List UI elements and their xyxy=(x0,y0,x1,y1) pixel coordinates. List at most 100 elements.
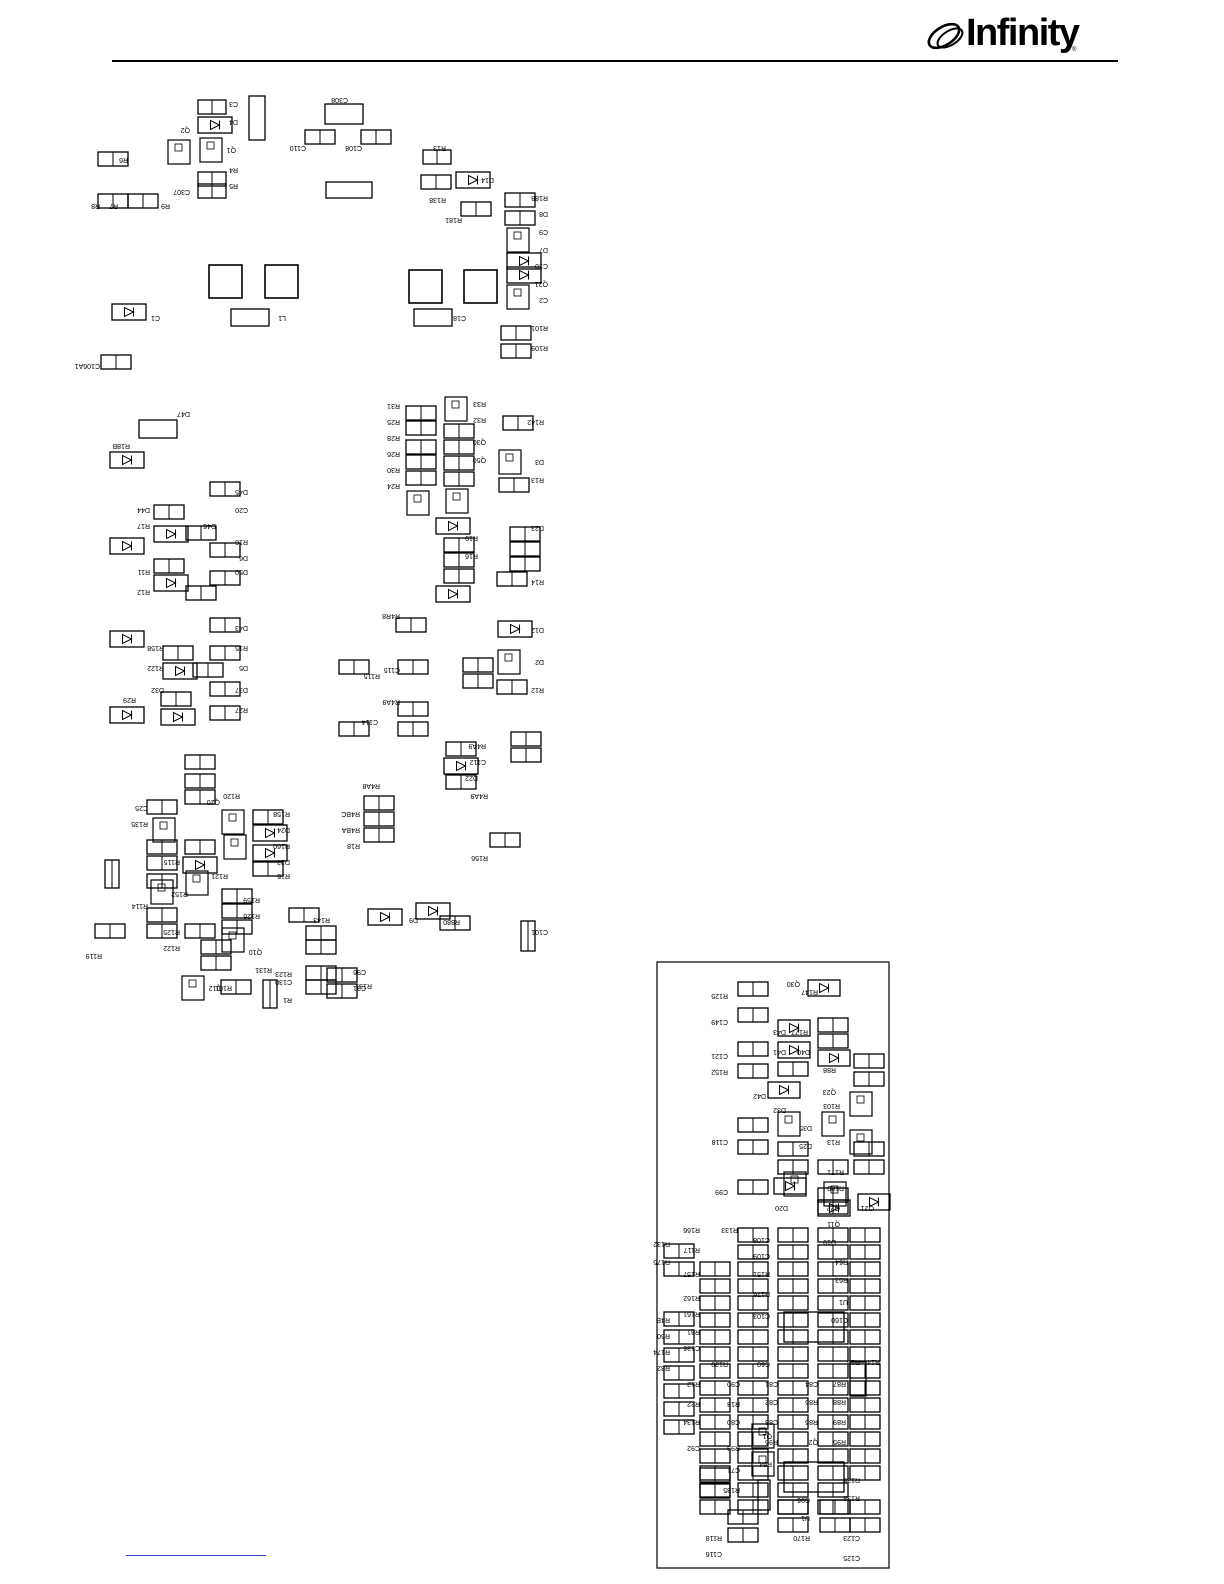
component-label: R33 xyxy=(473,400,486,407)
component-label: R30 xyxy=(387,466,400,473)
component-label: R16 xyxy=(235,538,248,545)
component-label: R152 xyxy=(711,1068,728,1075)
component-label: R117 xyxy=(684,1246,700,1253)
transistor-pad xyxy=(784,1115,793,1124)
component-label: D32 xyxy=(151,686,164,693)
diode-footprint xyxy=(160,708,196,726)
transistor-pad xyxy=(192,874,201,883)
diode-footprint xyxy=(109,537,145,555)
component-label: R142 xyxy=(527,418,544,425)
component-label: D8 xyxy=(539,210,548,217)
component-label: C114 xyxy=(362,718,378,725)
diode-footprint xyxy=(443,757,479,775)
component-label: R103 xyxy=(823,1102,840,1109)
part-footprint xyxy=(757,1479,771,1511)
component-label: C90 xyxy=(727,1380,740,1387)
component-label: D20 xyxy=(775,1204,788,1211)
component-label: C103 xyxy=(753,1312,770,1319)
transistor-footprint xyxy=(497,649,521,675)
ic-footprint xyxy=(783,1311,845,1343)
footprint xyxy=(138,419,178,439)
component-label: R88 xyxy=(833,1398,846,1405)
component-label: R4A9 xyxy=(468,742,486,749)
ic-footprint xyxy=(463,269,498,304)
component-label: R114 xyxy=(132,902,148,909)
component-label: D3 xyxy=(535,458,544,465)
component-label: R82 xyxy=(657,1364,670,1371)
transistor-pad xyxy=(504,653,513,662)
component-label: R118 xyxy=(706,1534,722,1541)
component-label: R132 xyxy=(653,1240,670,1247)
diode-footprint xyxy=(367,908,403,926)
component-label: C71 xyxy=(727,1466,740,1473)
component-label: R880 xyxy=(443,918,460,925)
component-label: R81 xyxy=(687,1328,700,1335)
diode-symbol-icon xyxy=(166,577,177,589)
component-label: C101 xyxy=(531,928,548,935)
diode-symbol-icon xyxy=(166,528,177,540)
transistor-pad xyxy=(758,1455,767,1464)
diode-footprint xyxy=(252,824,288,842)
component-label: R27 xyxy=(235,706,248,713)
component-label: R32 xyxy=(473,416,486,423)
component-label: Q1 xyxy=(227,146,236,153)
component-label: R95 xyxy=(833,1438,846,1445)
diode-footprint xyxy=(162,662,198,680)
component-label: D43 xyxy=(235,624,248,631)
component-label: R18B xyxy=(112,442,130,449)
component-label: R188 xyxy=(531,194,548,201)
diode-footprint xyxy=(153,525,189,543)
component-label: R13 xyxy=(827,1138,840,1145)
component-label: R14 xyxy=(867,1358,880,1365)
component-label: D14 xyxy=(481,176,494,183)
component-label: R13 xyxy=(727,1400,740,1407)
component-label: R158 xyxy=(273,810,290,817)
component-label: C10 xyxy=(535,262,548,269)
component-label: R189 xyxy=(827,1184,844,1191)
component-label: C83 xyxy=(765,1418,778,1425)
component-label: Q30 xyxy=(473,438,486,445)
transistor-footprint xyxy=(849,1129,873,1155)
component-label: C96 xyxy=(353,968,366,975)
component-label: D23 xyxy=(277,858,290,865)
component-label: R159 xyxy=(243,896,260,903)
component-label: R12 xyxy=(687,1380,700,1387)
footprint xyxy=(325,181,373,199)
diode-footprint xyxy=(497,620,533,638)
component-label: R125 xyxy=(163,928,180,935)
component-label: C84 xyxy=(805,1380,818,1387)
transistor-pad xyxy=(830,1185,839,1194)
component-label: D37 xyxy=(235,686,248,693)
component-label: R24 xyxy=(387,482,400,489)
component-label: R138 xyxy=(843,1494,860,1501)
footprint xyxy=(413,308,453,327)
diode-footprint xyxy=(767,1081,801,1099)
ic-footprint xyxy=(264,264,299,299)
transistor-footprint xyxy=(823,1181,847,1207)
transistor-pad xyxy=(174,143,183,152)
component-label: D19 xyxy=(823,1238,836,1245)
component-label: R166 xyxy=(683,1226,700,1233)
component-label: C149 xyxy=(711,1018,728,1025)
component-label: R15 xyxy=(235,644,248,651)
component-label: R131 xyxy=(255,966,272,973)
diode-symbol-icon xyxy=(819,982,830,994)
component-label: C108 xyxy=(753,1236,770,1243)
diode-symbol-icon xyxy=(779,1084,790,1096)
component-label: R1 xyxy=(283,996,292,1003)
diode-symbol-icon xyxy=(210,119,221,131)
component-label: R131 xyxy=(355,982,372,989)
diode-footprint xyxy=(435,517,471,535)
component-label: U1 xyxy=(839,1298,848,1305)
component-label: R12 xyxy=(137,588,150,595)
component-label: R120 xyxy=(223,792,240,799)
component-label: Q20 xyxy=(207,798,220,805)
component-label: R60 xyxy=(657,1332,670,1339)
transistor-footprint xyxy=(223,834,247,860)
component-label: R12 xyxy=(531,686,544,693)
component-label: R101 xyxy=(531,324,548,331)
component-label: C109 xyxy=(753,1252,770,1259)
component-label: L1 xyxy=(278,314,286,321)
